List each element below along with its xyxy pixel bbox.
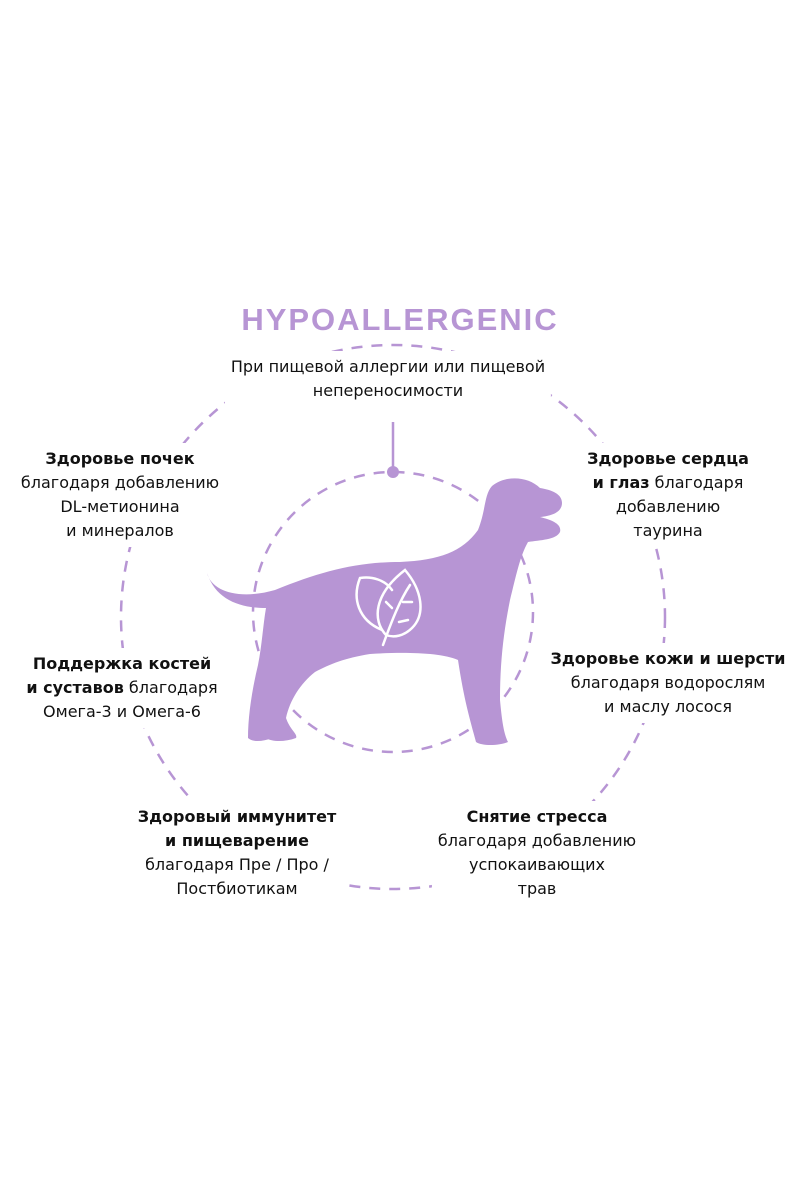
subtitle-line: При пищевой аллергии или пищевой	[230, 357, 546, 376]
benefit-heading: Здоровье почек	[45, 449, 195, 468]
benefit-text: благодаря	[654, 473, 744, 492]
benefit-heading: Снятие стресса	[466, 807, 608, 826]
benefit-text: Омега-3 и Омега-6	[43, 702, 201, 721]
benefit-heading: Здоровье сердца	[587, 449, 749, 468]
benefit-text: благодаря водорослям	[570, 673, 766, 692]
benefit-heading: и суставов	[26, 678, 124, 697]
benefit-text: благодаря	[128, 678, 218, 697]
benefit-text: добавлению	[615, 497, 721, 516]
page-title: HYPOALLERGENIC	[241, 302, 559, 337]
connector-dot	[387, 466, 399, 478]
benefit-text: таурина	[633, 521, 703, 540]
benefit-text: DL-метионина	[60, 497, 180, 516]
subtitle-line: непереносимости	[312, 381, 464, 400]
benefit-heading: Здоровье кожи и шерсти	[550, 649, 786, 668]
benefit-text: благодаря Пре / Про /	[145, 855, 329, 874]
benefit-text: и минералов	[66, 521, 174, 540]
benefit-skin: Здоровье кожи и шерсти благодаря водорос…	[544, 643, 792, 723]
benefit-heading: Здоровый иммунитет	[137, 807, 337, 826]
benefit-text: трав	[517, 879, 557, 898]
benefit-text: благодаря добавлению	[437, 831, 637, 850]
benefit-stress: Снятие стресса благодаря добавлению успо…	[431, 801, 643, 905]
benefit-kidney: Здоровье почек благодаря добавлению DL-м…	[14, 443, 226, 547]
subtitle: При пищевой аллергии или пищевой неперен…	[224, 351, 552, 407]
benefit-text: и маслу лосося	[604, 697, 732, 716]
leaf-icon	[355, 568, 422, 647]
benefit-text: Постбиотикам	[176, 879, 298, 898]
benefit-heading: и пищеварение	[165, 831, 309, 850]
benefit-bones: Поддержка костей и суставов благодаря Ом…	[20, 648, 224, 728]
benefit-text: благодаря добавлению	[20, 473, 220, 492]
benefit-heading: Поддержка костей	[32, 654, 212, 673]
benefit-heart: Здоровье сердца и глаз благодаря добавле…	[581, 443, 755, 547]
outer-dashed-ring	[119, 343, 667, 891]
benefit-text: успокаивающих	[468, 855, 606, 874]
benefit-immune: Здоровый иммунитет и пищеварение благода…	[131, 801, 343, 905]
benefit-heading: и глаз	[592, 473, 650, 492]
inner-dashed-ring	[251, 470, 535, 754]
dog-silhouette-icon	[207, 478, 562, 745]
